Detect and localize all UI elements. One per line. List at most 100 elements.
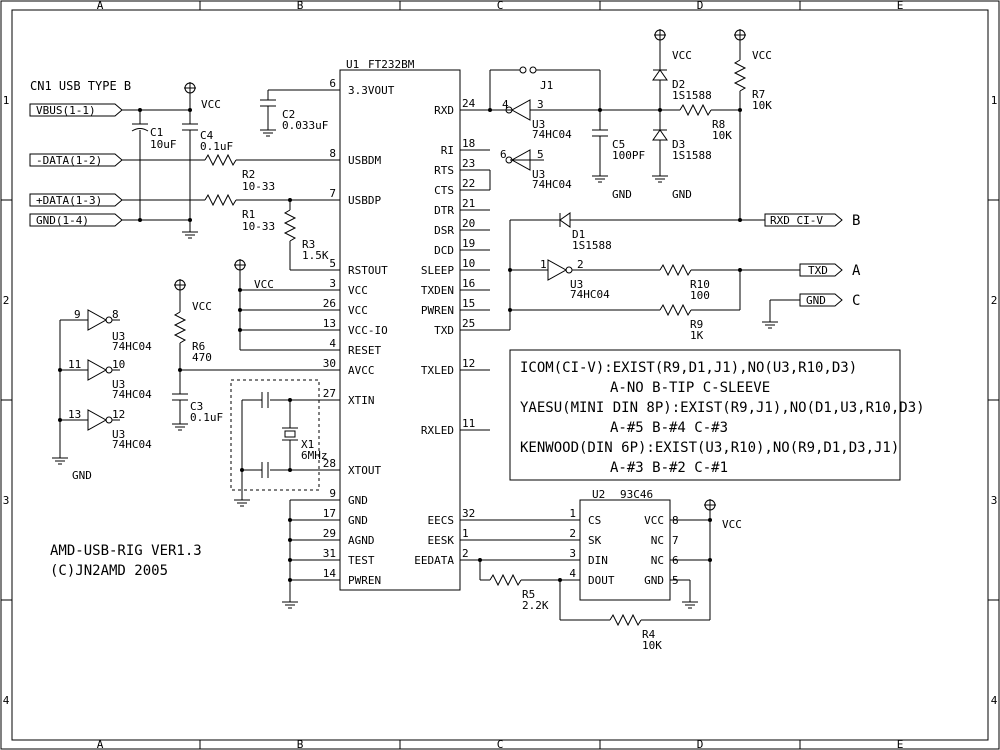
u1-gnd-bus: [282, 499, 340, 609]
d3-value: 1S1588: [672, 149, 712, 162]
u1-pin-number: 21: [462, 197, 475, 210]
spare1-out-pin: 8: [112, 308, 119, 321]
gnd-net: GND: [806, 294, 826, 307]
r6-ref: R6: [192, 340, 205, 353]
c4-value: 0.1uF: [200, 140, 233, 153]
u2-pin-name: DOUT: [588, 574, 615, 587]
frame-row-2-right: 2: [991, 294, 998, 307]
vcc-label-usb: VCC: [201, 98, 221, 111]
pin-data-minus: -DATA(1-2): [36, 154, 102, 167]
u2-pin-name: NC: [651, 534, 664, 547]
frame-row-3-right: 3: [991, 494, 998, 507]
frame-col-a-bottom: A: [97, 738, 104, 750]
u1-pin-name: EEDATA: [414, 554, 454, 567]
drawing-copyright: (C)JN2AMD 2005: [50, 563, 168, 579]
spare1-part: 74HC04: [112, 340, 152, 353]
u1-pin-name: TXLED: [421, 364, 454, 377]
frame-row-1: 1: [3, 94, 10, 107]
u1-pin-name: EECS: [428, 514, 455, 527]
frame-col-d: D: [697, 0, 704, 12]
r2-ref: R2: [242, 168, 255, 181]
u1-pin-name: TEST: [348, 554, 375, 567]
u1-pin-name: EESK: [428, 534, 455, 547]
u1-pin-number: 24: [462, 97, 476, 110]
note-icom-pins: A-NO B-TIP C-SLEEVE: [610, 380, 770, 396]
u1-pin-name: RSTOUT: [348, 264, 388, 277]
u1-pin-name: GND: [348, 514, 368, 527]
r8-value: 10K: [712, 129, 732, 142]
spare3-part: 74HC04: [112, 438, 152, 451]
u1-pin-number: 19: [462, 237, 475, 250]
note-yaesu: YAESU(MINI DIN 8P):EXIST(R9,J1),NO(D1,U3…: [520, 400, 925, 416]
eeprom-wiring: [460, 499, 716, 627]
u1-pin-name: RI: [441, 144, 454, 157]
drawing-title: AMD-USB-RIG VER1.3: [50, 543, 202, 559]
x1-ref: X1: [301, 438, 314, 451]
u3-rxd-ref: U3: [532, 118, 545, 131]
spare-inverters: [52, 309, 120, 465]
u1-pin-name: VCC: [348, 284, 368, 297]
vcc-label-u1: VCC: [254, 278, 274, 291]
c3-value: 0.1uF: [190, 411, 223, 424]
frame-row-1-right: 1: [991, 94, 998, 107]
avcc-filter: [172, 279, 340, 431]
spare3-ref: U3: [112, 428, 125, 441]
u1-pin-number: 22: [462, 177, 475, 190]
c2-value: 0.033uF: [282, 119, 328, 132]
u1-pin-number: 1: [462, 527, 469, 540]
c5-ref: C5: [612, 138, 625, 151]
c2-ref: C2: [282, 108, 295, 121]
u1-pin-number: 27: [323, 387, 336, 400]
u1-pin-number: 29: [323, 527, 336, 540]
c5-value: 100PF: [612, 149, 645, 162]
u1-ref: U1: [346, 58, 359, 71]
u1-pin-number: 7: [329, 187, 336, 200]
vcc-label-u2: VCC: [722, 518, 742, 531]
d1-ref: D1: [572, 228, 585, 241]
u3-rxd-out-pin: 3: [537, 98, 544, 111]
d2-value: 1S1588: [672, 89, 712, 102]
u1-pin-name: TXDEN: [421, 284, 454, 297]
pin-data-plus: +DATA(1-3): [36, 194, 102, 207]
u2-pin-number: 4: [569, 567, 576, 580]
r9-value: 1K: [690, 329, 704, 342]
r2-value: 10-33: [242, 180, 275, 193]
r5-ref: R5: [522, 588, 535, 601]
vcc-label-d2: VCC: [672, 49, 692, 62]
connector-title: CN1 USB TYPE B: [30, 79, 131, 93]
port-letter-a: A: [852, 263, 861, 279]
u1-pin-number: 30: [323, 357, 336, 370]
spare2-part: 74HC04: [112, 388, 152, 401]
u1-pin-name: DCD: [434, 244, 454, 257]
crystal-circuit: [230, 379, 340, 507]
u1-pin-name: DTR: [434, 204, 454, 217]
c1-value: 10uF: [150, 138, 177, 151]
d3-ref: D3: [672, 138, 685, 151]
u1-pin-number: 11: [462, 417, 475, 430]
frame-row-4-right: 4: [991, 694, 998, 707]
spare2-in-pin: 11: [68, 358, 81, 371]
u1-pin-number: 20: [462, 217, 475, 230]
u1-pin-name: XTOUT: [348, 464, 381, 477]
u1-pin-number: 9: [329, 487, 336, 500]
u1-pin-number: 31: [323, 547, 336, 560]
txd-circuit: [460, 259, 843, 331]
d1-value: 1S1588: [572, 239, 612, 252]
r3-ref: R3: [302, 238, 315, 251]
u1-pin-number: 4: [329, 337, 336, 350]
u1-pin-name: RTS: [434, 164, 454, 177]
vcc-label-r7: VCC: [752, 49, 772, 62]
u1-pin-number: 13: [323, 317, 336, 330]
u3-txd-part: 74HC04: [570, 288, 610, 301]
rxd-civ-net: RXD_CI-V: [770, 214, 823, 227]
spare-gnd-label: GND: [72, 469, 92, 482]
u1-pin-number: 14: [323, 567, 337, 580]
u1-pin-number: 15: [462, 297, 475, 310]
frame-col-c-bottom: C: [497, 738, 504, 750]
spare3-in-pin: 13: [68, 408, 81, 421]
c3-ref: C3: [190, 400, 203, 413]
r7-ref: R7: [752, 88, 765, 101]
u3-txd-in-pin: 1: [540, 258, 547, 271]
